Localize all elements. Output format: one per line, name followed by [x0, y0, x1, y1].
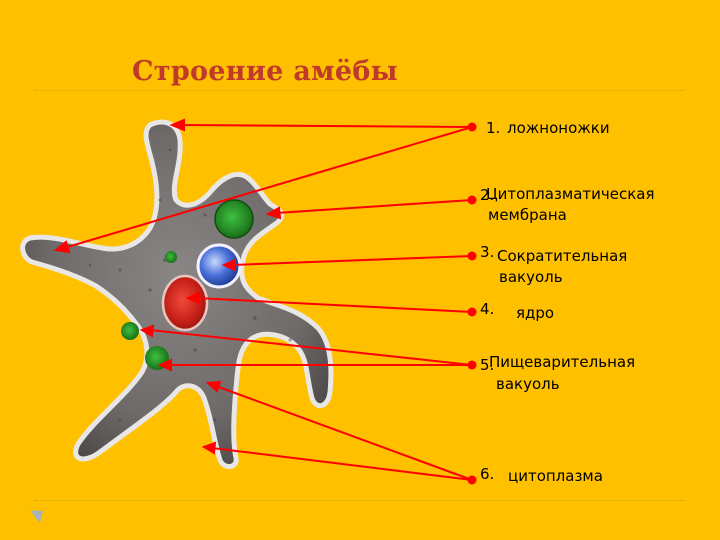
slide-title: Строение амёбы: [132, 56, 399, 87]
title-divider: [35, 90, 685, 91]
label-4-text: ядро: [516, 304, 555, 322]
bottom-divider: [35, 500, 685, 501]
pointer-lines: [53, 118, 477, 485]
label-1-number: 1.: [486, 119, 501, 137]
label-3-text-line1: Сократительная: [497, 247, 628, 265]
label-5-text-line1: Пищеварительная: [489, 353, 636, 371]
label-3-number: 3.: [480, 243, 495, 261]
label-5-text-line2: вакуоль: [496, 375, 560, 393]
label-4-number: 4.: [480, 300, 495, 318]
label-2-number: 2.: [480, 186, 495, 204]
label-2-text-line2: мембрана: [488, 206, 567, 224]
digestive-vacuole-1: [214, 199, 254, 239]
label-5-number: 5.: [480, 356, 495, 374]
label-2-text-line1: Цитоплазматическая: [486, 185, 655, 203]
label-3-text-line2: вакуоль: [499, 268, 563, 286]
label-6-text: цитоплазма: [508, 467, 603, 485]
label-6-number: 6.: [480, 465, 495, 483]
label-1-text: ложноножки: [507, 119, 610, 137]
digestive-vacuole-3: [121, 322, 139, 340]
contractile-vacuole: [196, 243, 242, 289]
digestive-vacuole-2: [165, 251, 177, 263]
nucleus: [161, 274, 209, 332]
